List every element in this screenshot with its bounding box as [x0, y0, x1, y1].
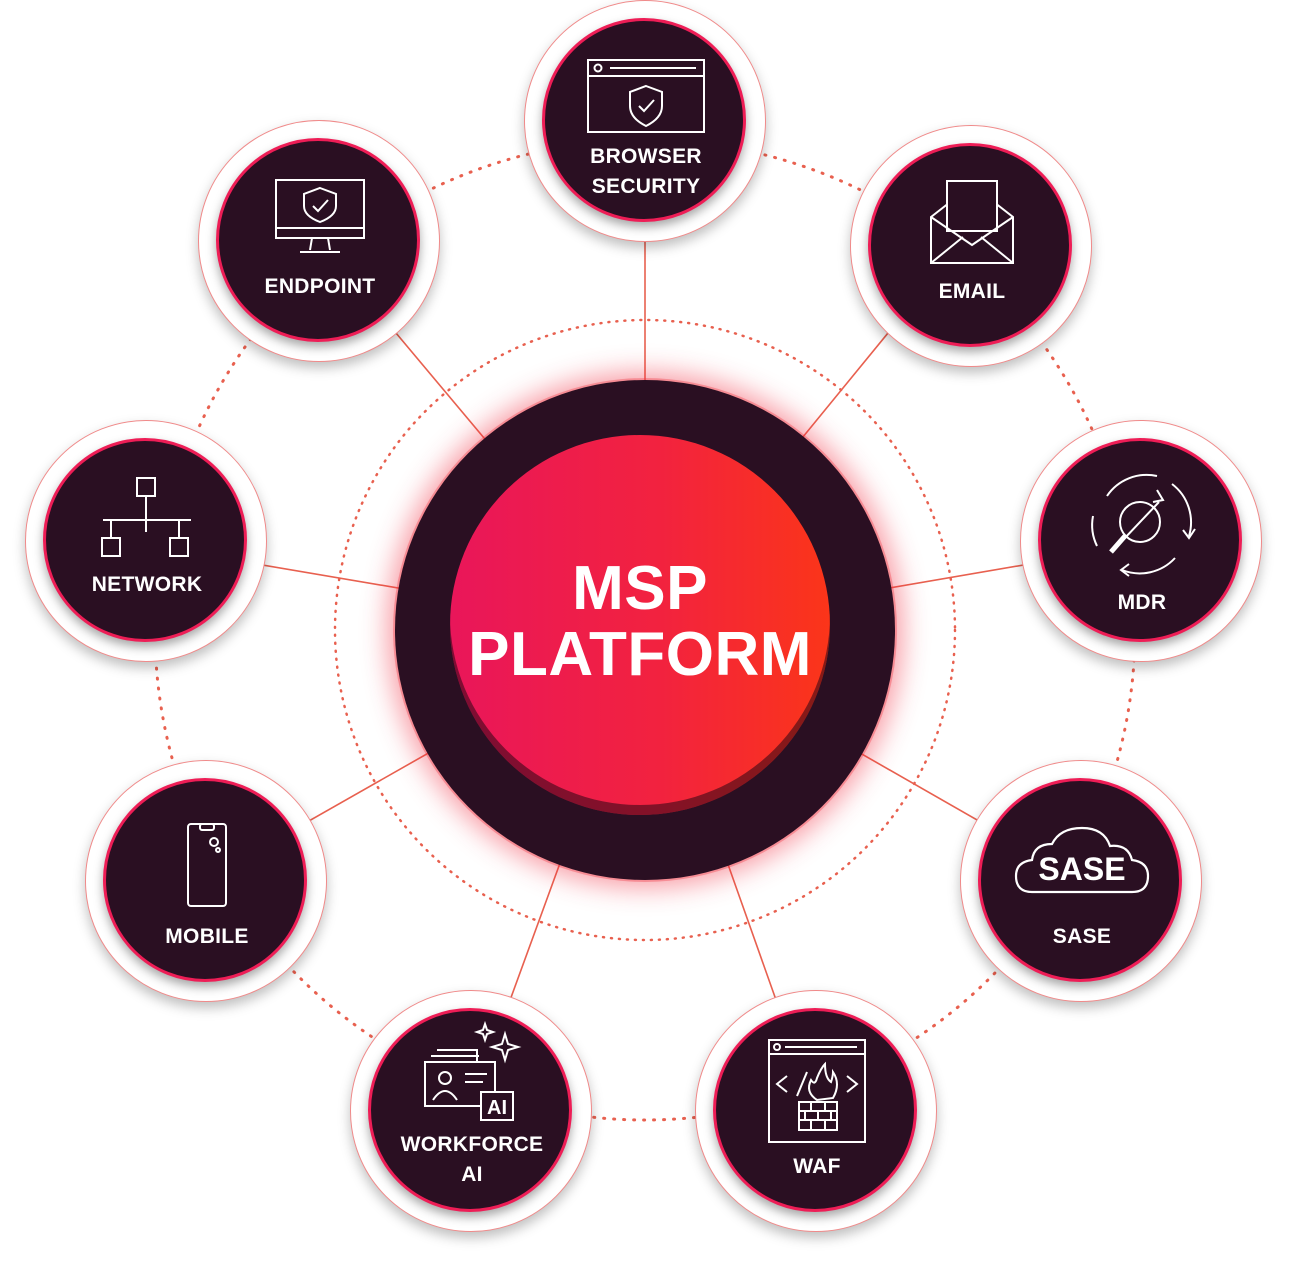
node-label-mobile: MOBILE: [165, 925, 249, 948]
magnifier-cycle-icon: [1091, 473, 1196, 577]
node-mdr: MDR: [1020, 420, 1262, 662]
node-endpoint: ENDPOINT: [198, 120, 440, 362]
node-label-workforce: WORKFORCE AI: [400, 1133, 544, 1186]
ai-icon-text: AI: [487, 1097, 507, 1119]
node-label-email: EMAIL: [938, 280, 1006, 303]
node-workforce-ai: AI WORKFORCE AI: [350, 990, 592, 1232]
node-label-sase: SASE: [1052, 925, 1112, 948]
center-core: MSP PLATFORM: [450, 435, 830, 815]
smartphone-icon: [187, 823, 227, 907]
node-browser-security: BROWSER SECURITY: [524, 0, 766, 242]
envelope-icon: [930, 180, 1014, 264]
center-title: MSP PLATFORM: [468, 556, 812, 688]
node-label-endpoint: ENDPOINT: [264, 275, 376, 298]
node-waf: WAF: [695, 990, 937, 1232]
node-label-mdr: MDR: [1117, 591, 1167, 614]
node-mobile: MOBILE: [85, 760, 327, 1002]
network-tree-icon: [101, 477, 191, 557]
cloud-icon: SASE: [1014, 826, 1150, 894]
node-network: NETWORK: [25, 420, 267, 662]
node-label-network: NETWORK: [91, 573, 203, 596]
center-title-line2: PLATFORM: [468, 620, 812, 689]
node-sase: SASE SASE: [960, 760, 1202, 1002]
firewall-icon: [768, 1039, 866, 1143]
sase-icon-text: SASE: [1038, 851, 1125, 887]
center-title-line1: MSP: [572, 554, 708, 623]
node-email: EMAIL: [850, 125, 1092, 367]
monitor-shield-icon: [275, 179, 365, 253]
ai-profile-icon: AI: [424, 1020, 522, 1121]
inner-dotted-ring: [333, 318, 957, 942]
node-label-waf: WAF: [793, 1155, 841, 1178]
browser-shield-icon: [587, 59, 705, 133]
node-label-browser: BROWSER SECURITY: [590, 145, 702, 198]
center-platform: MSP PLATFORM: [395, 380, 895, 880]
